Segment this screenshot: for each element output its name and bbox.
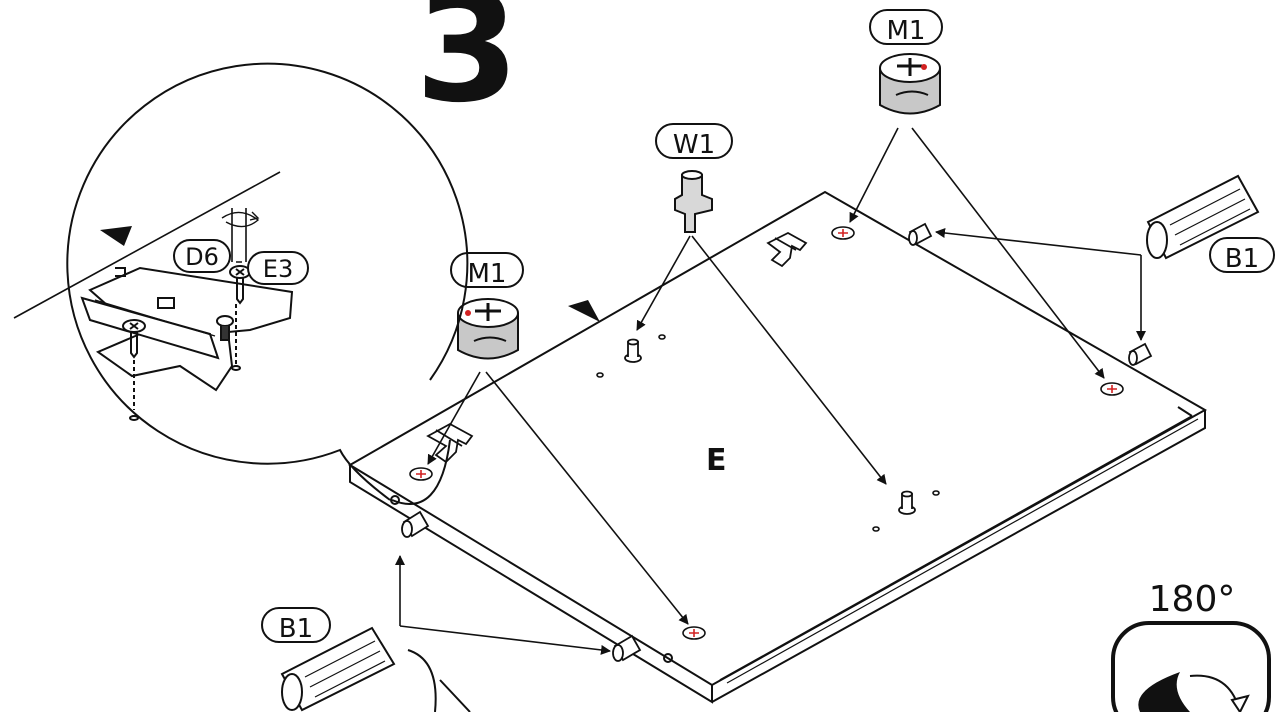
- cam-hole: [1100, 382, 1124, 396]
- wood-dowel-part: [1146, 174, 1275, 273]
- panel-shadow-curve: [407, 649, 471, 712]
- cam-hole: [831, 226, 855, 240]
- cam-lock-part: [869, 9, 943, 115]
- inserted-dowel: [1128, 342, 1153, 366]
- part-label-b1-left: B1: [279, 614, 313, 644]
- part-label-d6: D6: [185, 243, 219, 271]
- inserted-dowel: [908, 222, 933, 246]
- inserted-bolt: [898, 490, 916, 515]
- rotation-label: 180°: [1149, 579, 1236, 620]
- detail-callout: [13, 62, 469, 505]
- arrows: [395, 127, 1146, 655]
- inserted-dowel: [612, 634, 642, 662]
- cam-holes: [409, 226, 1124, 640]
- orientation-marker-detail: [100, 226, 132, 246]
- panel-e: [348, 190, 1208, 704]
- wood-dowel-part-left: [261, 607, 396, 712]
- part-label-e3: E3: [263, 255, 293, 283]
- cam-hole: [409, 467, 433, 481]
- part-label-m1: M1: [887, 16, 926, 46]
- cam-hole: [682, 626, 706, 640]
- small-holes: [596, 334, 940, 532]
- part-label-w1: W1: [673, 130, 715, 160]
- cam-lock-part-left: [450, 252, 524, 360]
- inserted-bolt: [624, 338, 642, 363]
- cam-bolt-part: [655, 123, 733, 233]
- hinge-plate-on-panel: [766, 231, 808, 268]
- part-label-m1-left: M1: [468, 259, 507, 289]
- panel-label: E: [706, 443, 727, 478]
- step-number: 3: [415, 0, 519, 136]
- inserted-dowel: [401, 510, 430, 538]
- rotate-icon: [1111, 621, 1271, 712]
- orientation-marker: [568, 300, 600, 322]
- part-label-b1-right: B1: [1225, 244, 1259, 274]
